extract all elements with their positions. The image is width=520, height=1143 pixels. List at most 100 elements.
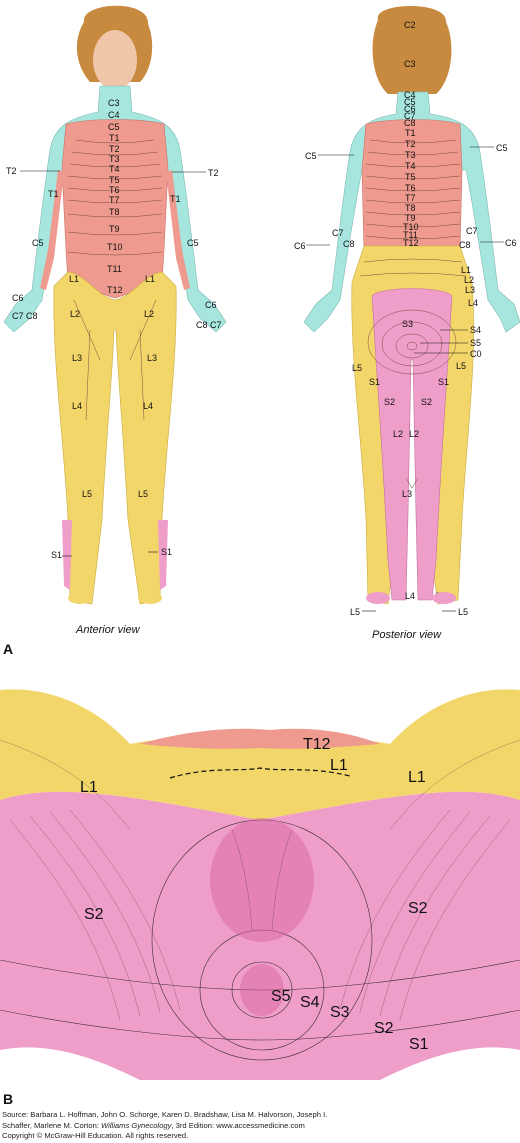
post-label: S1	[369, 377, 380, 387]
post-label: C6	[294, 241, 306, 251]
ant-label: T8	[109, 207, 120, 217]
ant-label: T1	[170, 194, 181, 204]
ant-label: C8	[26, 311, 38, 321]
ant-label: L3	[147, 353, 157, 363]
post-label: T6	[405, 183, 416, 193]
post-label: C7	[332, 228, 344, 238]
perineum-central-shade	[210, 818, 314, 942]
post-label: T10	[403, 222, 419, 232]
post-label: L2	[409, 429, 419, 439]
post-label: C5	[404, 97, 416, 107]
post-label: S1	[438, 377, 449, 387]
source-credit: Source: Barbara L. Hoffman, John O. Scho…	[2, 1110, 518, 1142]
ant-label: T7	[109, 195, 120, 205]
ant-label: L1	[145, 274, 155, 284]
post-label: T5	[405, 172, 416, 182]
ant-label: T6	[109, 185, 120, 195]
post-label: S2	[421, 397, 432, 407]
post-label: S2	[384, 397, 395, 407]
ant-label: C6	[205, 300, 217, 310]
ant-label: T2	[6, 166, 17, 176]
post-label: T8	[405, 203, 416, 213]
anterior-s1-left	[62, 520, 72, 590]
post-label: T12	[403, 238, 419, 248]
ant-label: L2	[144, 309, 154, 319]
perineum-label: S4	[300, 994, 320, 1011]
anterior-s1-right	[158, 520, 168, 590]
panel-b-letter: B	[3, 1091, 13, 1107]
ant-label: L3	[72, 353, 82, 363]
ant-label: T11	[107, 264, 122, 274]
anterior-t1-arm-left	[40, 170, 64, 290]
ant-label: T2	[109, 144, 120, 154]
post-label: L2	[393, 429, 403, 439]
ant-label: T1	[48, 189, 59, 199]
post-label: C0	[470, 349, 482, 359]
perineum-label: S1	[409, 1036, 429, 1053]
ant-label: L5	[138, 489, 148, 499]
ant-label: L1	[69, 274, 79, 284]
post-label: C7	[404, 111, 416, 121]
perineum-sacral-zone	[0, 791, 520, 1080]
post-label: C8	[459, 240, 471, 250]
source-line-2: Schaffer, Marlene M. Corton: Williams Gy…	[2, 1120, 305, 1130]
ant-label: T9	[109, 224, 120, 234]
post-label: T4	[405, 161, 416, 171]
post-label: T1	[405, 128, 416, 138]
post-label: S5	[470, 338, 481, 348]
ant-label: L4	[143, 401, 153, 411]
anterior-view-caption: Anterior view	[75, 624, 141, 636]
post-label: L5	[458, 607, 468, 617]
perineum-label: S2	[374, 1020, 394, 1037]
posterior-feet	[366, 592, 456, 604]
post-label: L2	[464, 275, 474, 285]
perineum-label: S3	[330, 1004, 350, 1021]
posterior-hair	[372, 6, 452, 94]
anterior-face	[93, 30, 137, 90]
ant-label: C5	[108, 122, 120, 132]
posterior-sacral-zone	[371, 288, 453, 601]
ant-label: C4	[108, 110, 120, 120]
posterior-view-caption: Posterior view	[372, 629, 442, 641]
ant-label: C7	[12, 311, 24, 321]
post-label: T9	[405, 213, 416, 223]
post-label: L5	[350, 607, 360, 617]
ant-label: S1	[51, 550, 62, 560]
ant-label: C8	[196, 320, 208, 330]
perineum-label: L1	[80, 779, 98, 796]
post-label: L5	[352, 363, 362, 373]
post-label: T3	[405, 150, 416, 160]
post-label: T2	[405, 139, 416, 149]
ant-label: C5	[187, 238, 199, 248]
perineum-lumbar-zone	[0, 689, 520, 820]
perineum-label: S5	[271, 988, 291, 1005]
post-label: S3	[402, 319, 413, 329]
posterior-cervical-zone	[303, 91, 520, 333]
post-label: L1	[461, 265, 471, 275]
post-label: C7	[466, 226, 478, 236]
post-label: C3	[404, 59, 416, 69]
post-label: C2	[404, 20, 416, 30]
post-label: T11	[403, 230, 418, 240]
perineum-label: L1	[330, 757, 348, 774]
anterior-leader-lines	[20, 170, 206, 557]
post-label: C8	[343, 239, 355, 249]
ant-label: L5	[82, 489, 92, 499]
perineum-labels: T12 L1 L1 L1 S2 S2 S5 S4 S3 S2 S1	[80, 736, 429, 1053]
post-label: L4	[468, 298, 478, 308]
post-label: C4	[404, 90, 416, 100]
perineum-label: L1	[408, 769, 426, 786]
ant-label: C7	[210, 320, 222, 330]
post-label: C5	[496, 143, 508, 153]
ant-label: T3	[109, 154, 120, 164]
anterior-feet	[68, 592, 162, 604]
ant-label: C5	[32, 238, 44, 248]
posterior-leader-lines	[306, 146, 504, 612]
ant-label: T10	[107, 242, 123, 252]
perineum-thoracic-zone	[140, 728, 380, 749]
posterior-body	[303, 6, 520, 605]
source-line-3: Copyright © McGraw-Hill Education. All r…	[2, 1131, 189, 1140]
ant-label: T1	[109, 133, 120, 143]
post-label: L3	[402, 489, 412, 499]
